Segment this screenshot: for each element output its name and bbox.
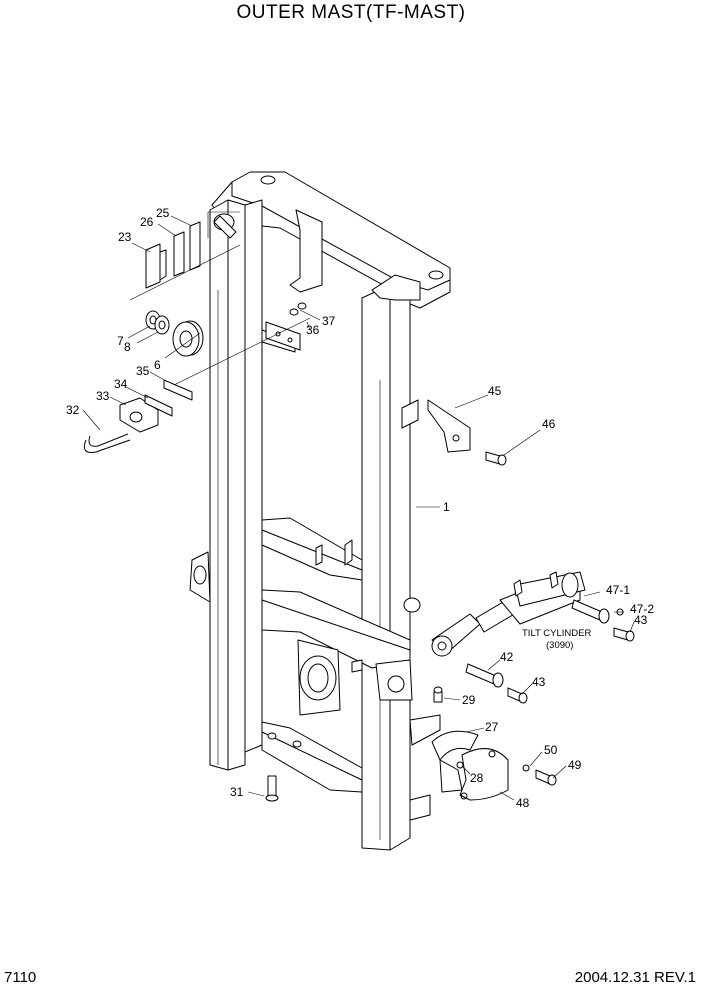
callout-35: 35 [136,364,150,378]
bolt-46 [485,451,507,466]
bolt-43-lower [507,687,528,704]
callout-25: 25 [156,206,170,220]
callout-23: 23 [118,230,132,244]
page-title: OUTER MAST(TF-MAST) [236,2,466,23]
shims-7-8 [145,310,170,335]
callout-labels: 1 6 7 8 23 25 26 27 28 29 31 32 33 34 35… [66,206,654,810]
bolt-43-upper [613,627,635,642]
bracket-45 [401,399,471,453]
callout-45: 45 [488,384,502,398]
nut-36-37 [289,302,307,316]
callout-43-upper: 43 [634,613,648,627]
callout-8: 8 [124,340,131,354]
callout-34: 34 [114,377,128,391]
callout-48: 48 [516,796,530,810]
plates-34-35 [144,379,193,417]
callout-36: 36 [306,323,320,337]
cap-48 [459,748,509,801]
callout-27: 27 [485,720,499,734]
callout-47-1: 47-1 [606,583,630,597]
clamp-33 [119,397,159,433]
callout-7: 7 [117,334,124,348]
callout-46: 46 [542,417,556,431]
roller-bearing-6 [172,320,204,357]
revision-date: 2004.12.31 REV.1 [574,969,696,986]
leader-lines [82,211,635,801]
u-bolt-32 [83,433,131,453]
pin-47-1 [571,599,610,624]
callout-47-2: 47-2 [630,602,654,616]
callout-26: 26 [140,215,154,229]
brackets-23-25-26 [145,213,237,289]
outer-mast-frame [189,171,451,851]
bolt-49-washer-50 [522,764,557,786]
callout-1: 1 [443,500,450,514]
grease-nipple-29 [433,686,443,703]
callout-31: 31 [230,785,244,799]
callout-29: 29 [462,693,476,707]
callout-6: 6 [154,358,161,372]
callout-42: 42 [500,650,514,664]
bolt-31 [265,775,279,802]
pin-42 [465,663,504,688]
bushing-27-28 [431,730,479,793]
callout-32: 32 [66,403,80,417]
tilt-cylinder-label: TILT CYLINDER [522,628,591,639]
tilt-cylinder-ref: (3090) [546,640,573,651]
callout-49: 49 [568,758,582,772]
callout-37: 37 [322,314,336,328]
tilt-cylinder [431,571,586,657]
callout-43-lower: 43 [532,675,546,689]
page-number: 7110 [4,969,37,986]
callout-33: 33 [96,389,110,403]
callout-50: 50 [544,743,558,757]
callout-28: 28 [470,771,484,785]
